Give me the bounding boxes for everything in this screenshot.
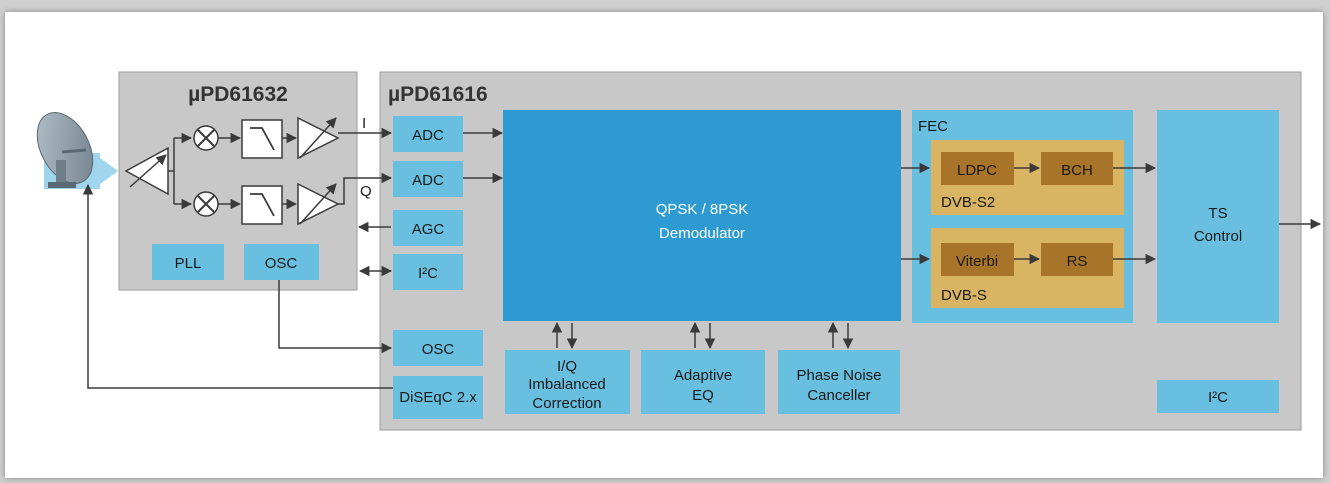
pll-block [152, 244, 224, 280]
agc-block [393, 210, 463, 246]
mixer-icon [193, 191, 219, 217]
pnc-line2: Canceller [807, 387, 870, 404]
iq-line2: Imbalanced [528, 376, 606, 393]
demod-line2: Demodulator [659, 225, 745, 242]
osc-label-chip2: OSC [422, 341, 455, 358]
iq-imbalance-correction-block [505, 350, 630, 414]
i2c-right-label: I²C [1208, 389, 1228, 406]
chip1-title: µPD61632 [188, 83, 288, 106]
ldpc-block [941, 152, 1014, 185]
ts-line1: TS [1208, 205, 1227, 222]
iq-line1: I/Q [557, 358, 577, 375]
bch-label: BCH [1061, 162, 1093, 179]
viterbi-block [941, 243, 1014, 276]
pll-label: PLL [175, 255, 202, 272]
demod-line1: QPSK / 8PSK [656, 201, 749, 218]
i2c-left-label: I²C [418, 265, 438, 282]
agc-label: AGC [412, 221, 445, 238]
signal-q-label: Q [360, 183, 372, 200]
diseqc-block [393, 376, 483, 419]
signal-i-label: I [362, 115, 366, 132]
rs-block [1041, 243, 1113, 276]
diseqc-label: DiSEqC 2.x [399, 389, 477, 406]
lowpass-filter-icon [241, 119, 283, 159]
fec-label: FEC [918, 118, 948, 135]
adc-block-1 [393, 116, 463, 152]
adaptive-eq-block [641, 350, 765, 414]
adc1-label: ADC [412, 127, 444, 144]
variable-gain-amplifier-icon [297, 182, 340, 226]
viterbi-label: Viterbi [956, 253, 998, 270]
osc-block-chip1 [244, 244, 319, 280]
dvb-s-label: DVB-S [941, 287, 987, 304]
iq-line3: Correction [532, 395, 601, 412]
dvb-s2-label: DVB-S2 [941, 194, 995, 211]
adc-block-2 [393, 161, 463, 197]
ts-control-block [1157, 110, 1279, 323]
bch-block [1041, 152, 1113, 185]
pnc-line1: Phase Noise [796, 367, 881, 384]
osc-label-chip1: OSC [265, 255, 298, 272]
eq-line1: Adaptive [674, 367, 732, 384]
i2c-block-right [1157, 380, 1279, 413]
ldpc-label: LDPC [957, 162, 997, 179]
adc2-label: ADC [412, 172, 444, 189]
ts-line2: Control [1194, 228, 1242, 245]
mixer-icon [193, 125, 219, 151]
variable-gain-amplifier-icon [297, 116, 340, 160]
osc-block-chip2 [393, 330, 483, 366]
lowpass-filter-icon [241, 185, 283, 225]
chip2-title: µPD61616 [388, 83, 488, 106]
phase-noise-canceller-block [778, 350, 900, 414]
eq-line2: EQ [692, 387, 714, 404]
i2c-block-left [393, 254, 463, 290]
satellite-dish-icon [36, 112, 118, 189]
demodulator-block [503, 110, 901, 321]
rs-label: RS [1067, 253, 1088, 270]
